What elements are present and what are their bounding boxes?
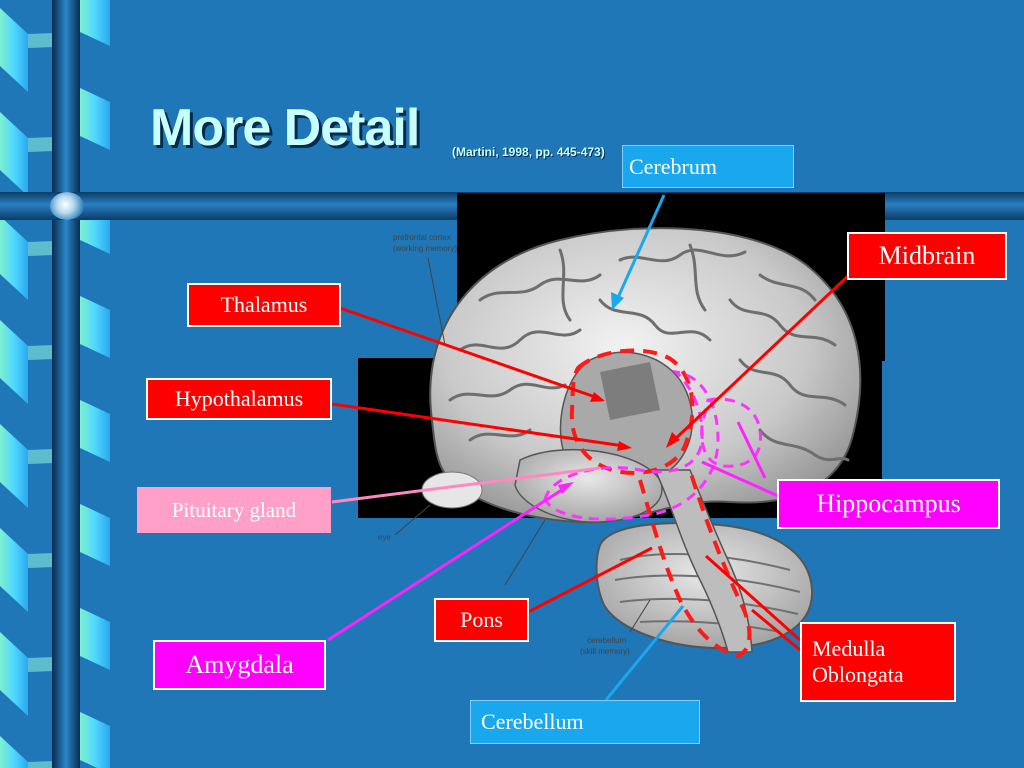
label-cerebellum: Cerebellum xyxy=(470,700,700,744)
brainstem-shape xyxy=(653,469,753,653)
ribbon-pattern xyxy=(0,0,110,768)
label-medulla-oblongata: Medulla Oblongata xyxy=(800,622,956,702)
slide-title: More Detail xyxy=(150,99,420,157)
citation: (Martini, 1998, pp. 445-473) xyxy=(452,145,605,159)
label-hypothalamus: Hypothalamus xyxy=(146,378,332,420)
figure-label-eye: eye xyxy=(378,533,391,542)
rail-knob xyxy=(50,192,84,220)
brain-gyri xyxy=(448,243,850,462)
figure-label-skill-memory: (skill memory) xyxy=(580,647,630,656)
label-hippocampus: Hippocampus xyxy=(777,479,1000,529)
thalamus-outline xyxy=(569,348,695,475)
ribbon-decoration xyxy=(0,0,110,768)
figure-pointer-lines xyxy=(394,257,651,633)
label-arrows xyxy=(327,194,850,701)
figure-label-working-memory: (working memory) xyxy=(393,244,458,253)
label-cerebrum: Cerebrum xyxy=(622,145,794,188)
label-medulla-line1: Medulla xyxy=(812,636,886,662)
label-medulla-line2: Oblongata xyxy=(812,662,904,687)
label-pituitary-gland: Pituitary gland xyxy=(137,487,331,533)
limbic-outline xyxy=(543,369,720,521)
label-pons: Pons xyxy=(434,598,529,642)
thalamus-texture xyxy=(600,362,660,420)
figure-label-cerebellum: cerebellum xyxy=(587,636,627,645)
hippocampus-outline xyxy=(700,397,763,468)
label-amygdala: Amygdala xyxy=(153,640,326,690)
label-midbrain: Midbrain xyxy=(847,232,1007,280)
figure-label-prefrontal: prefrontal cortex xyxy=(393,233,451,242)
brainstem-outline xyxy=(638,469,752,659)
label-thalamus: Thalamus xyxy=(187,283,341,327)
